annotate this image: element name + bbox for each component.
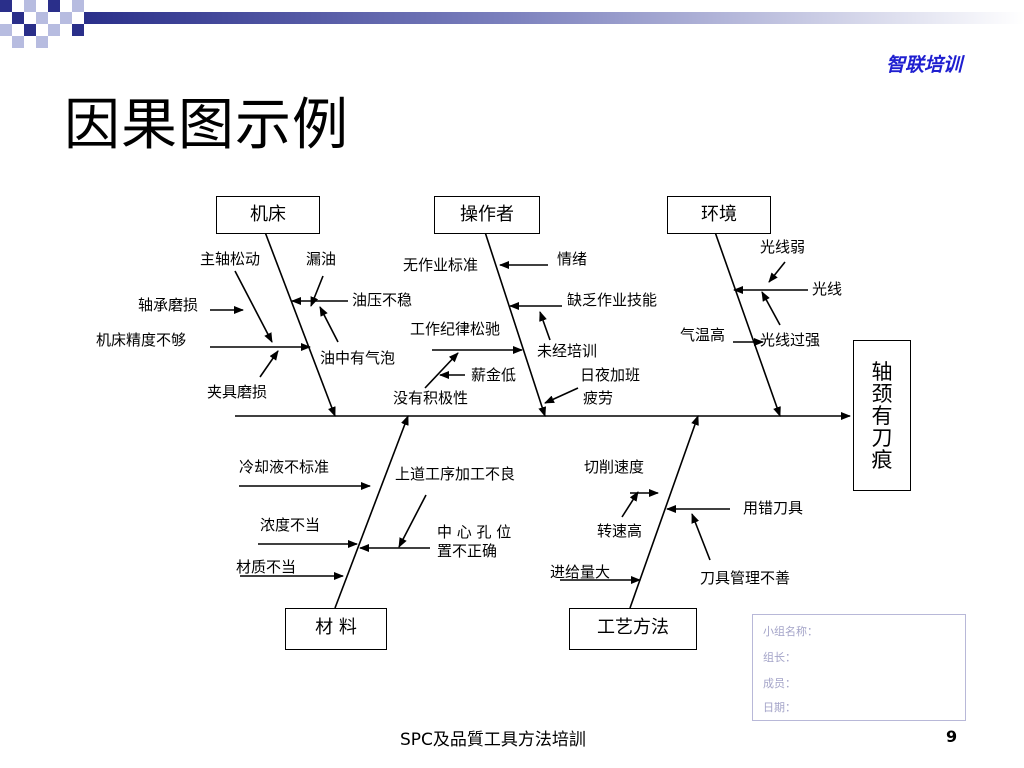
cause-label: 光线过强 <box>760 331 821 349</box>
cause-label: 上道工序加工不良 <box>395 465 516 483</box>
header-decoration <box>0 0 1024 62</box>
page-title: 因果图示例 <box>64 93 349 158</box>
cause-label: 光线弱 <box>760 238 806 256</box>
group-members-label: 成员： <box>763 677 796 690</box>
cause-label: 日夜加班 <box>580 366 641 384</box>
cause-label: 机床精度不够 <box>96 331 187 349</box>
cause-label: 油中有气泡 <box>320 349 396 367</box>
effect-char: 颈 <box>871 382 893 406</box>
category-box-process: 工艺方法 <box>569 608 697 650</box>
cause-label: 浓度不当 <box>260 516 321 534</box>
cause-label: 情绪 <box>557 250 588 268</box>
cause-label: 没有积极性 <box>393 389 469 407</box>
category-box-environment: 环境 <box>667 196 771 234</box>
cause-label: 薪金低 <box>471 366 517 384</box>
effect-box: 轴 颈 有 刀 痕 <box>853 340 911 491</box>
effect-char: 痕 <box>871 448 893 472</box>
bone-process <box>629 415 699 609</box>
effect-char: 刀 <box>871 426 893 450</box>
category-box-operator: 操作者 <box>434 196 540 234</box>
bone-operator <box>484 231 547 417</box>
page-number: 9 <box>946 727 958 746</box>
cause-label: 疲劳 <box>583 389 614 407</box>
bone-material <box>334 415 409 609</box>
brand-label: 智联培训 <box>885 54 962 76</box>
footer-text: SPC及品質工具方法培訓 <box>400 730 586 750</box>
category-box-machine: 机床 <box>216 196 320 234</box>
cause-label: 油压不稳 <box>352 291 413 309</box>
cause-label: 材质不当 <box>236 558 297 576</box>
cause-label: 漏油 <box>306 250 337 268</box>
cause-label: 冷却液不标准 <box>239 458 330 476</box>
bone-machine <box>264 231 336 417</box>
bone-environment <box>714 231 781 417</box>
group-info-box: 小组名称： 组长： 成员： 日期： <box>752 614 966 721</box>
group-name-label: 小组名称： <box>763 625 818 638</box>
cause-label: 气温高 <box>680 326 726 344</box>
cause-label: 主轴松动 <box>200 250 261 268</box>
cause-label: 用错刀具 <box>743 499 804 517</box>
cause-label: 中 心 孔 位 <box>437 523 512 541</box>
cause-label: 夹具磨损 <box>207 383 268 401</box>
effect-char: 有 <box>871 404 893 428</box>
effect-char: 轴 <box>871 360 893 384</box>
cause-label: 刀具管理不善 <box>700 569 791 587</box>
group-leader-label: 组长： <box>763 651 796 664</box>
cause-label: 切削速度 <box>584 458 645 476</box>
cause-label: 轴承磨损 <box>138 296 199 314</box>
cause-label: 置不正确 <box>437 542 498 560</box>
checker-pattern <box>0 0 1024 48</box>
cause-label: 光线 <box>812 280 843 298</box>
date-label: 日期： <box>763 701 796 714</box>
cause-label: 转速高 <box>597 522 643 540</box>
cause-label: 工作纪律松驰 <box>410 320 501 338</box>
cause-label: 进给量大 <box>550 563 611 581</box>
cause-label: 未经培训 <box>537 342 598 360</box>
category-box-material: 材 料 <box>285 608 387 650</box>
cause-label: 无作业标准 <box>403 256 479 274</box>
cause-label: 缺乏作业技能 <box>567 291 658 309</box>
